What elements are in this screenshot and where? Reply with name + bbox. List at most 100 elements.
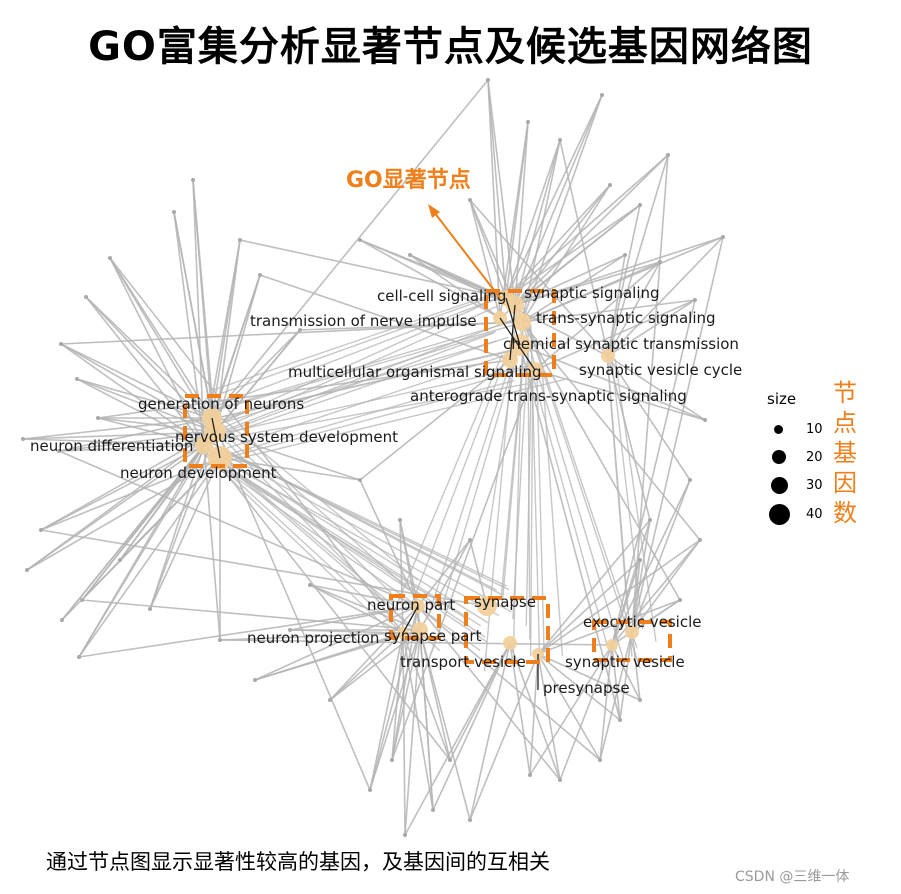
gene-edge (203, 444, 221, 641)
gene-edge (514, 139, 561, 306)
go-node-label: neuron part (367, 596, 455, 614)
go-node (412, 622, 428, 638)
gene-edge (203, 444, 451, 761)
node-connector (509, 304, 516, 361)
gene-edge (599, 644, 613, 761)
go-node-label: transport vesicle (400, 653, 526, 671)
gene-point (238, 238, 242, 242)
gene-point (618, 718, 622, 722)
cross-edge (213, 379, 515, 462)
gene-point (298, 328, 302, 332)
gene-point (528, 773, 532, 777)
gene-point (191, 178, 195, 182)
significant-node-box (592, 620, 672, 662)
gene-point (486, 78, 490, 82)
gene-edge (631, 154, 669, 633)
gene-edge (149, 444, 205, 610)
gene-point (21, 437, 25, 441)
gene-edge (359, 239, 516, 306)
gene-edge (76, 378, 213, 419)
go-node (513, 313, 531, 331)
gene-edge (149, 457, 221, 610)
gene-edge (469, 199, 507, 299)
gene-point (253, 678, 257, 682)
gene-edge (58, 444, 205, 452)
gene-edge (505, 94, 603, 299)
cross-edge (607, 363, 633, 657)
gene-point (558, 778, 562, 782)
gene-edge (514, 184, 611, 306)
gene-edge (419, 629, 451, 761)
cross-edge (197, 444, 400, 631)
gene-point (623, 253, 627, 257)
cross-edge (211, 409, 418, 581)
gene-edge (109, 257, 205, 446)
cross-edge (212, 332, 494, 438)
significant-node-box (484, 289, 556, 377)
legend-dot-30 (771, 477, 788, 494)
gene-edge (119, 431, 216, 561)
gene-edge (607, 236, 724, 357)
gene-point (118, 558, 122, 562)
gene-point (308, 583, 312, 587)
gene-edge (211, 79, 489, 419)
go-node-label: synaptic vesicle cycle (579, 361, 742, 379)
gene-edge (534, 299, 696, 371)
cross-edge (536, 368, 545, 651)
cross-edge (500, 342, 525, 597)
go-node (601, 349, 615, 363)
go-node-label: nervous system development (175, 428, 398, 446)
node-connector (211, 417, 221, 459)
legend-value: 30 (806, 478, 823, 493)
go-node-label: synaptic vesicle (565, 653, 685, 671)
gene-edge (607, 154, 669, 357)
cross-edge (201, 450, 482, 627)
gene-edge (81, 599, 421, 631)
gene-point (368, 788, 372, 792)
cross-edge (212, 288, 507, 391)
go-node (625, 625, 639, 639)
gene-edge (487, 79, 507, 299)
go-node (606, 639, 618, 651)
gene-point (218, 638, 222, 642)
legend-value: 20 (806, 450, 823, 465)
legend-item: 30 (768, 472, 838, 500)
gene-edge (391, 632, 404, 761)
go-node-label: generation of neurons (138, 395, 304, 413)
callout-arrow-line (433, 211, 501, 299)
significant-node-box (389, 594, 441, 640)
cross-edge (218, 290, 514, 425)
go-node-label: cell-cell signaling (377, 287, 506, 305)
gene-edge (631, 631, 641, 701)
legend-value: 10 (806, 422, 823, 437)
legend-item: 20 (768, 444, 838, 472)
cross-edge (410, 352, 509, 605)
gene-edge (22, 417, 213, 440)
legend-value: 40 (806, 507, 823, 522)
gene-point (608, 183, 612, 187)
gene-edge (559, 644, 613, 781)
gene-edge (529, 653, 539, 776)
callout-arrow-head (428, 204, 440, 218)
gene-edge (309, 584, 419, 607)
gene-edge (214, 274, 261, 433)
gene-point (468, 198, 472, 202)
gene-point (688, 478, 692, 482)
gene-point (598, 758, 602, 762)
go-node-label: exocytic vesicle (583, 613, 701, 631)
gene-point (666, 153, 670, 157)
gene-point (258, 273, 262, 277)
gene-edge (487, 79, 516, 306)
gene-edge (309, 584, 404, 634)
gene-edge (611, 559, 641, 646)
legend-dot-20 (772, 450, 786, 464)
gene-edge (402, 632, 451, 761)
gene-edge (61, 431, 216, 621)
cross-edge (541, 370, 564, 656)
gene-edge (514, 94, 603, 306)
gene-point (25, 568, 29, 572)
gene-edge (537, 653, 601, 761)
gene-edge (469, 642, 511, 821)
gene-point (403, 833, 407, 837)
gene-edge (78, 431, 216, 658)
